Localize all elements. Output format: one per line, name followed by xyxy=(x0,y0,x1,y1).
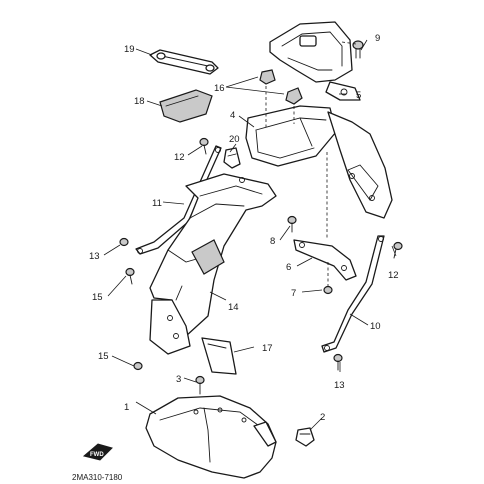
callout-13-right: 13 xyxy=(334,380,345,391)
part-19-strap xyxy=(149,49,219,75)
callout-17: 17 xyxy=(262,343,273,354)
part-7-nut xyxy=(323,285,333,295)
leader-lines xyxy=(103,39,397,431)
fwd-direction-marker: FWD xyxy=(82,443,113,461)
callout-5: 5 xyxy=(356,90,361,101)
callout-9: 9 xyxy=(375,33,380,44)
part-12-bolt-right xyxy=(393,241,403,259)
callout-7: 7 xyxy=(291,288,296,299)
part-15-bolt-lower xyxy=(133,361,143,371)
callout-19: 19 xyxy=(124,44,135,55)
callout-4: 4 xyxy=(230,110,235,121)
part-17-reflector xyxy=(201,337,237,375)
callout-15-upper: 15 xyxy=(92,292,103,303)
callout-3: 3 xyxy=(176,374,181,385)
assembly-lines xyxy=(265,41,357,286)
part-16-grommets xyxy=(259,69,303,105)
callout-8: 8 xyxy=(270,236,275,247)
fwd-label: FWD xyxy=(90,452,104,458)
callout-labels: 1 2 3 4 5 6 7 8 9 10 11 12 12 13 13 14 1… xyxy=(89,33,399,423)
part-9-bolt xyxy=(352,40,364,59)
part-2-hose-clip xyxy=(295,427,315,447)
part-11-stay-left xyxy=(135,145,222,255)
part-10-stay-right xyxy=(321,235,385,353)
part-13-bolt-right xyxy=(333,353,343,371)
part-8-bolt xyxy=(287,215,297,233)
callout-1: 1 xyxy=(124,402,129,413)
part-14-rear-fender xyxy=(149,173,277,355)
part-3-bolt xyxy=(195,375,205,395)
part-13-bolt-left xyxy=(119,237,129,247)
part-6-bracket xyxy=(293,239,357,281)
rear-flap xyxy=(327,111,393,219)
drawing-code: 2MA310-7180 xyxy=(72,473,123,482)
part-4-tray xyxy=(245,105,337,167)
callout-11: 11 xyxy=(152,198,162,209)
callout-2: 2 xyxy=(320,412,325,423)
callout-6: 6 xyxy=(286,262,291,273)
part-20-clamp xyxy=(223,147,241,169)
part-18-pad xyxy=(159,89,213,123)
part-15-bolt-upper xyxy=(125,267,135,285)
callout-18: 18 xyxy=(134,96,145,107)
part-1-front-fender xyxy=(145,395,277,479)
callout-20: 20 xyxy=(229,134,240,145)
callout-16: 16 xyxy=(214,83,225,94)
part-12-bolt-left xyxy=(199,137,209,155)
rear-bracket-frame xyxy=(269,21,361,101)
callout-13-left: 13 xyxy=(89,251,100,262)
callout-14: 14 xyxy=(228,302,239,313)
callout-12-left: 12 xyxy=(174,152,185,163)
callout-12-right: 12 xyxy=(388,270,399,281)
callout-15-lower: 15 xyxy=(98,351,109,362)
callout-10: 10 xyxy=(370,321,381,332)
